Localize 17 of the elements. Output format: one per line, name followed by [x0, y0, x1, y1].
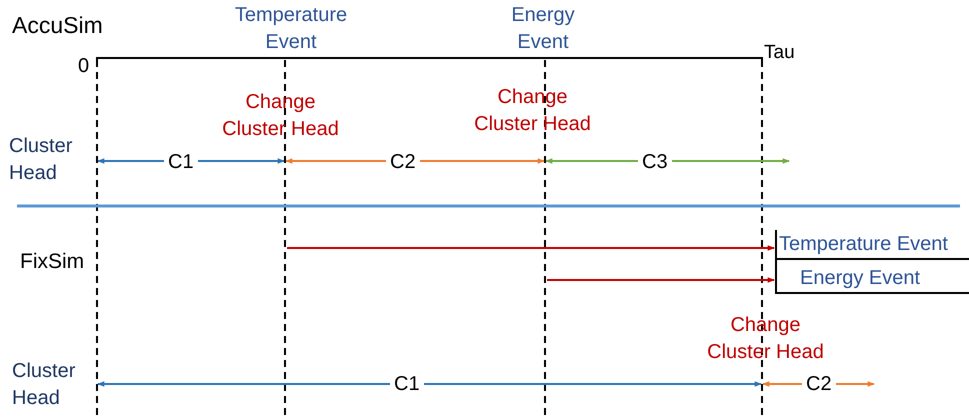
event-bracket: [775, 230, 969, 260]
event-label: Energy Event: [800, 267, 920, 290]
text-label: Change Cluster Head: [706, 313, 825, 365]
text-label: Change Cluster Head: [221, 90, 340, 142]
text-label: 0: [78, 54, 90, 79]
text-label: Energy Event: [510, 3, 576, 55]
event-label: Temperature Event: [779, 233, 948, 256]
text-label: AccuSim: [12, 11, 103, 40]
text-label: Temperature Event: [234, 3, 348, 55]
text-label: Change Cluster Head: [473, 85, 592, 137]
text-label: FixSim: [20, 249, 84, 275]
text-label: Cluster Head: [12, 359, 76, 411]
arrow: [547, 277, 775, 283]
event-bracket: [775, 260, 969, 294]
text-label: Tau: [764, 41, 795, 65]
text-label: Cluster Head: [9, 134, 74, 186]
arrow: [287, 245, 775, 251]
